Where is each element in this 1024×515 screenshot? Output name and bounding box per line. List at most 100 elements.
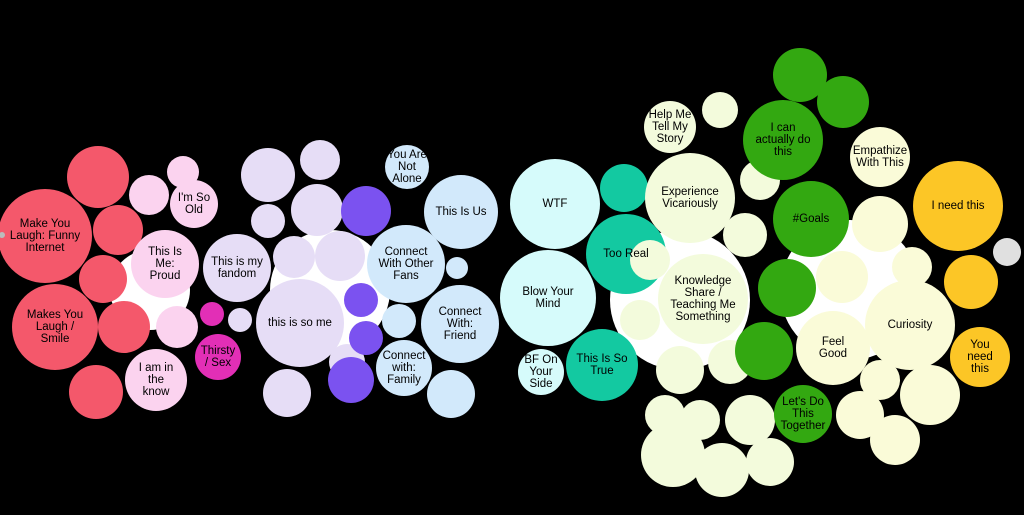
bubble-fandom-26: [256, 279, 344, 367]
bubble-label-connect-1: This Is Us: [435, 206, 486, 218]
bubble-laugh-10: [12, 284, 98, 370]
bubble-label-goals-1: #Goals: [793, 213, 830, 225]
bubble-goals-78: [758, 259, 816, 317]
bubble-connect-41: [427, 370, 475, 418]
bubble-me-6: [167, 156, 199, 188]
bubble-real-45: [600, 164, 648, 212]
bubble-laugh-12: [69, 365, 123, 419]
bubble-label-fandom-1: this is so me: [268, 317, 332, 329]
bubble-need-82: [944, 255, 998, 309]
bubble-feel-69: [796, 311, 870, 385]
bubble-feel-66: [816, 251, 868, 303]
edge-marker: [0, 232, 5, 238]
bubble-connect-37: [349, 321, 383, 355]
bubble-connect-33: [367, 225, 445, 303]
bubble-feel-72: [900, 365, 960, 425]
bubble-story-54: [656, 346, 704, 394]
bubble-connect-36: [382, 304, 416, 338]
bubble-label-need-0: I need this: [931, 200, 984, 212]
bubble-fandom-27: [228, 308, 252, 332]
bubble-fandom-25: [315, 231, 365, 281]
bubble-connect-40: [376, 340, 432, 396]
bubble-story-63: [723, 213, 767, 257]
bubble-feel-71: [836, 391, 884, 439]
bubble-me-5: [129, 175, 169, 215]
bubble-connect-31: [341, 186, 391, 236]
bubble-story-61: [725, 395, 775, 445]
bubble-laugh-11: [98, 301, 150, 353]
bubble-goals-77: [773, 181, 849, 257]
bubble-feel-67: [892, 247, 932, 287]
bubble-goals-74: [773, 48, 827, 102]
bubble-connect-38: [421, 285, 499, 363]
bubble-label-feel-2: Curiosity: [888, 319, 933, 331]
bubble-laugh-8: [93, 205, 143, 255]
bubble-thirsty-18: [195, 334, 241, 380]
bubble-fandom-19: [241, 148, 295, 202]
bubble-laugh-4: [67, 146, 129, 208]
bubble-me-16: [125, 349, 187, 411]
bubble-me-13: [170, 180, 218, 228]
bubble-connect-39: [328, 357, 374, 403]
bubble-feel-70: [860, 360, 900, 400]
bubble-laugh-9: [79, 255, 127, 303]
bubble-wtf-43: [500, 250, 596, 346]
bubble-goals-80: [774, 385, 832, 443]
bubble-wtf-44: [518, 349, 564, 395]
bubble-story-59: [695, 443, 749, 497]
bubble-fandom-23: [203, 234, 271, 302]
bubble-connect-30: [385, 145, 429, 189]
bubble-story-50: [645, 153, 735, 243]
bubble-feel-68: [865, 280, 955, 370]
bubble-label-real-0: Too Real: [603, 248, 648, 260]
bubble-goals-76: [743, 100, 823, 180]
bubble-goals-79: [735, 322, 793, 380]
bubble-feel-64: [850, 127, 910, 187]
bubble-thirsty-17: [200, 302, 224, 326]
bubble-story-52: [658, 254, 748, 344]
bubble-feel-73: [870, 415, 920, 465]
bubble-fandom-29: [263, 369, 311, 417]
bubble-need-83: [950, 327, 1010, 387]
bubble-fandom-22: [251, 204, 285, 238]
bubble-story-53: [620, 300, 660, 340]
bubble-label-wtf-0: WTF: [543, 198, 568, 210]
bubble-fandom-21: [291, 184, 343, 236]
bubble-story-58: [641, 423, 705, 487]
bubble-goals-75: [817, 76, 869, 128]
bubble-wtf-42: [510, 159, 600, 249]
bubble-story-48: [644, 101, 696, 153]
bubble-connect-34: [446, 257, 468, 279]
bubble-connect-35: [344, 283, 378, 317]
bubble-laugh-7: [0, 189, 92, 283]
bubble-me-15: [156, 306, 198, 348]
bubble-connect-32: [424, 175, 498, 249]
bubble-story-49: [702, 92, 738, 128]
bubble-fandom-20: [300, 140, 340, 180]
bubble-story-60: [746, 438, 794, 486]
bubble-feel-65: [852, 196, 908, 252]
bubble-real-47: [566, 329, 638, 401]
bubble-me-14: [131, 230, 199, 298]
bubble-need-81: [913, 161, 1003, 251]
